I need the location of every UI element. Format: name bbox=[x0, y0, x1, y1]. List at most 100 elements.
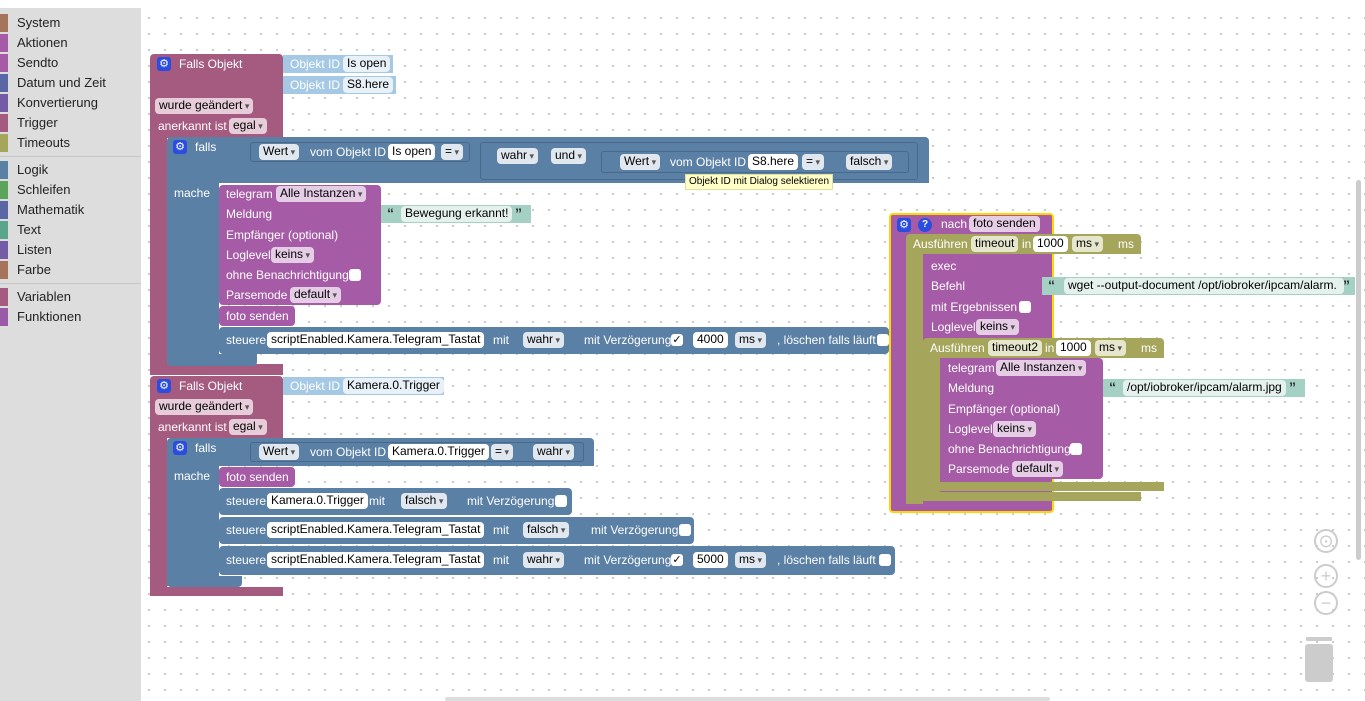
control-block[interactable]: steuere scriptEnabled.Kamera.Telegram_Ta… bbox=[219, 546, 895, 575]
operator-dropdown[interactable]: = bbox=[491, 444, 514, 460]
timeout-value-field[interactable]: 1000 bbox=[1056, 340, 1091, 356]
object-id-field[interactable]: scriptEnabled.Kamera.Telegram_Tastat bbox=[267, 552, 485, 568]
clear-checkbox[interactable] bbox=[877, 334, 889, 346]
category-schleifen[interactable]: Schleifen bbox=[0, 181, 70, 199]
bool-dropdown[interactable]: falsch bbox=[846, 154, 893, 170]
category-mathematik[interactable]: Mathematik bbox=[0, 201, 84, 219]
category-logik[interactable]: Logik bbox=[0, 161, 48, 179]
object-id-field[interactable]: scriptEnabled.Kamera.Telegram_Tastat bbox=[267, 522, 485, 538]
change-type-dropdown[interactable]: wurde geändert bbox=[155, 98, 254, 114]
delay-checkbox[interactable]: ✓ bbox=[671, 554, 683, 566]
object-id-field[interactable]: Kamera.0.Trigger bbox=[267, 493, 368, 509]
blockly-workspace[interactable] bbox=[141, 10, 1365, 701]
category-konvertierung[interactable]: Konvertierung bbox=[0, 94, 98, 112]
category-text[interactable]: Text bbox=[0, 221, 41, 239]
gear-icon[interactable]: ⚙ bbox=[173, 140, 187, 154]
trash-icon[interactable] bbox=[1303, 637, 1335, 683]
and-block[interactable]: wahr und Wert vom Objekt ID S8.here = fa… bbox=[480, 142, 918, 180]
parsemode-dropdown[interactable]: default bbox=[290, 287, 342, 303]
loglevel-dropdown[interactable]: keins bbox=[976, 319, 1020, 335]
instance-dropdown[interactable]: Alle Instanzen bbox=[276, 186, 367, 202]
category-system[interactable]: System bbox=[0, 14, 60, 32]
bool-dropdown[interactable]: wahr bbox=[523, 552, 565, 568]
unit-dropdown[interactable]: ms bbox=[1072, 236, 1104, 252]
value-type-dropdown[interactable]: Wert bbox=[259, 144, 300, 160]
function-call-block[interactable]: foto senden bbox=[219, 467, 295, 487]
timeout-block[interactable]: Ausführen timeout in 1000 ms ms bbox=[906, 234, 1141, 254]
silent-checkbox[interactable] bbox=[349, 269, 361, 281]
bool-dropdown[interactable]: falsch bbox=[401, 493, 448, 509]
command-text-field[interactable]: wget --output-document /opt/iobroker/ipc… bbox=[1064, 278, 1344, 294]
delay-checkbox[interactable]: ✓ bbox=[671, 334, 683, 346]
gear-icon[interactable]: ⚙ bbox=[157, 379, 171, 393]
function-name-field[interactable]: foto senden bbox=[969, 216, 1040, 232]
delay-value-field[interactable]: 5000 bbox=[693, 552, 728, 568]
delay-value-field[interactable]: 4000 bbox=[693, 332, 728, 348]
timeout-block[interactable]: Ausführen timeout2 in 1000 ms ms bbox=[923, 338, 1164, 358]
object-id-field[interactable]: Is open bbox=[388, 144, 436, 160]
horizontal-scrollbar[interactable] bbox=[445, 697, 1050, 701]
message-text-field[interactable]: /opt/iobroker/ipcam/alarm.jpg bbox=[1123, 380, 1286, 396]
control-block[interactable]: steuere scriptEnabled.Kamera.Telegram_Ta… bbox=[219, 517, 694, 544]
object-id-field[interactable]: S8.here bbox=[748, 154, 799, 170]
control-block[interactable]: steuere Kamera.0.Trigger mit falsch mit … bbox=[219, 488, 572, 515]
category-trigger[interactable]: Trigger bbox=[0, 114, 58, 132]
loglevel-dropdown[interactable]: keins bbox=[271, 247, 315, 263]
zoom-in-icon[interactable]: + bbox=[1314, 564, 1338, 588]
silent-checkbox[interactable] bbox=[1070, 443, 1082, 455]
unit-dropdown[interactable]: ms bbox=[735, 332, 767, 348]
category-variablen[interactable]: Variablen bbox=[0, 288, 71, 306]
category-farbe[interactable]: Farbe bbox=[0, 261, 51, 279]
text-block[interactable]: “ Bewegung erkannt! ” bbox=[381, 205, 531, 223]
object-id-block[interactable]: Objekt ID Kamera.0.Trigger bbox=[283, 377, 444, 395]
object-id-field[interactable]: scriptEnabled.Kamera.Telegram_Tastat bbox=[267, 332, 485, 348]
category-sendto[interactable]: Sendto bbox=[0, 54, 58, 72]
category-funktionen[interactable]: Funktionen bbox=[0, 308, 81, 326]
telegram-block[interactable]: telegram Alle Instanzen Meldung Empfänge… bbox=[219, 185, 381, 305]
category-aktionen[interactable]: Aktionen bbox=[0, 34, 68, 52]
category-datum-und-zeit[interactable]: Datum und Zeit bbox=[0, 74, 106, 92]
category-timeouts[interactable]: Timeouts bbox=[0, 134, 70, 152]
zoom-out-icon[interactable]: − bbox=[1314, 591, 1338, 615]
object-id-field[interactable]: Kamera.0.Trigger bbox=[343, 378, 444, 394]
vertical-scrollbar[interactable] bbox=[1356, 180, 1361, 560]
gear-icon[interactable]: ⚙ bbox=[897, 218, 911, 232]
gear-icon[interactable]: ⚙ bbox=[173, 441, 187, 455]
loglevel-dropdown[interactable]: keins bbox=[993, 421, 1037, 437]
bool-dropdown[interactable]: wahr bbox=[497, 148, 539, 164]
timeout-value-field[interactable]: 1000 bbox=[1033, 236, 1068, 252]
with-result-checkbox[interactable] bbox=[1019, 301, 1031, 313]
text-block[interactable]: “ wget --output-document /opt/iobroker/i… bbox=[1042, 277, 1355, 295]
unit-dropdown[interactable]: ms bbox=[1095, 340, 1127, 356]
exec-block[interactable]: exec Befehl mit Ergebnissen Loglevel kei… bbox=[923, 257, 1042, 337]
bool-dropdown[interactable]: wahr bbox=[523, 332, 565, 348]
text-block[interactable]: “ /opt/iobroker/ipcam/alarm.jpg ” bbox=[1103, 379, 1305, 397]
timeout-name-field[interactable]: timeout2 bbox=[988, 340, 1043, 356]
object-id-field[interactable]: Is open bbox=[343, 56, 391, 72]
delay-checkbox[interactable] bbox=[679, 524, 691, 536]
gear-icon[interactable]: ⚙ bbox=[157, 57, 171, 71]
timeout-name-field[interactable]: timeout bbox=[971, 236, 1019, 252]
bool-dropdown[interactable]: falsch bbox=[523, 522, 570, 538]
object-id-block[interactable]: Objekt ID S8.here bbox=[283, 76, 396, 94]
message-text-field[interactable]: Bewegung erkannt! bbox=[401, 206, 513, 222]
ack-dropdown[interactable]: egal bbox=[229, 419, 267, 435]
logic-operator-dropdown[interactable]: und bbox=[551, 148, 587, 164]
recenter-icon[interactable]: ⊙ bbox=[1314, 529, 1338, 553]
operator-dropdown[interactable]: = bbox=[441, 144, 464, 160]
ack-dropdown[interactable]: egal bbox=[229, 118, 267, 134]
bool-dropdown[interactable]: wahr bbox=[533, 444, 575, 460]
clear-checkbox[interactable] bbox=[879, 554, 891, 566]
control-block[interactable]: steuere scriptEnabled.Kamera.Telegram_Ta… bbox=[219, 327, 889, 354]
operator-dropdown[interactable]: = bbox=[802, 154, 825, 170]
compare-block[interactable]: Wert vom Objekt ID Kamera.0.Trigger = wa… bbox=[250, 442, 584, 462]
unit-dropdown[interactable]: ms bbox=[735, 552, 767, 568]
object-id-block[interactable]: Objekt ID Is open bbox=[283, 55, 393, 73]
change-type-dropdown[interactable]: wurde geändert bbox=[155, 399, 254, 415]
parsemode-dropdown[interactable]: default bbox=[1012, 461, 1064, 477]
function-call-block[interactable]: foto senden bbox=[219, 306, 295, 326]
value-type-dropdown[interactable]: Wert bbox=[620, 154, 661, 170]
object-id-field[interactable]: Kamera.0.Trigger bbox=[388, 444, 489, 460]
help-icon[interactable]: ? bbox=[918, 218, 932, 232]
instance-dropdown[interactable]: Alle Instanzen bbox=[996, 360, 1087, 376]
